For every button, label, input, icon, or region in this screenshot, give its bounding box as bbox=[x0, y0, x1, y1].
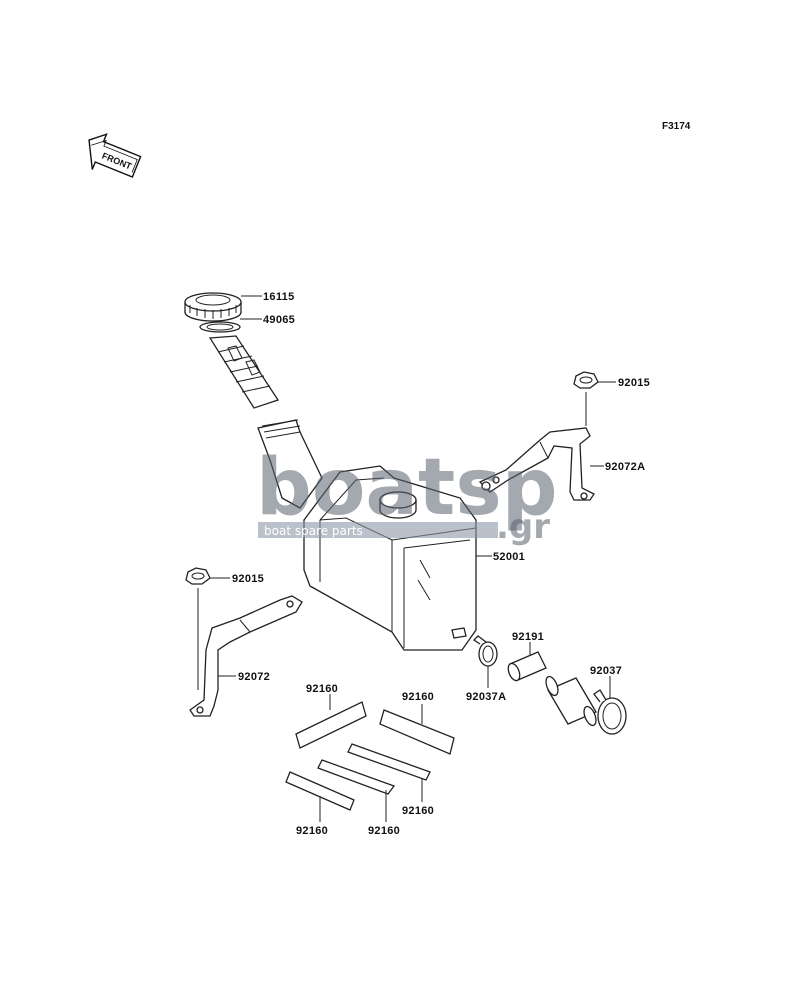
oil-tank bbox=[257, 419, 477, 651]
label-gasket: 49065 bbox=[263, 314, 295, 326]
figure-number: F3174 bbox=[662, 121, 691, 132]
label-clamp-large: 92037 bbox=[590, 665, 622, 677]
bracket-left bbox=[189, 595, 303, 717]
label-hose: 92191 bbox=[512, 631, 544, 643]
pads bbox=[285, 701, 455, 811]
watermark: boatsp .gr boat spare parts bbox=[256, 443, 558, 547]
nut-right bbox=[573, 371, 599, 389]
label-pad-2: 92160 bbox=[402, 691, 434, 703]
gasket bbox=[199, 321, 241, 333]
watermark-brand: boatsp bbox=[256, 443, 558, 533]
label-pad-5: 92160 bbox=[296, 825, 328, 837]
label-bracket-left: 92072 bbox=[238, 671, 270, 683]
front-arrow-icon: FRONT bbox=[88, 133, 142, 178]
label-pad-4: 92160 bbox=[368, 825, 400, 837]
label-bracket-right: 92072A bbox=[605, 461, 645, 473]
clamp-large bbox=[593, 689, 627, 735]
nut-left bbox=[185, 567, 211, 585]
watermark-suffix: .gr bbox=[496, 507, 550, 547]
bracket-right bbox=[478, 427, 595, 501]
clamp-small bbox=[472, 635, 498, 667]
filler-strainer bbox=[208, 335, 280, 409]
label-nut-left: 92015 bbox=[232, 573, 264, 585]
watermark-tagline: boat spare parts bbox=[264, 524, 363, 538]
label-pad-3: 92160 bbox=[402, 805, 434, 817]
filler-cap bbox=[184, 292, 242, 322]
hose bbox=[507, 651, 597, 727]
label-tank: 52001 bbox=[493, 551, 525, 563]
label-pad-1: 92160 bbox=[306, 683, 338, 695]
label-nut-right: 92015 bbox=[618, 377, 650, 389]
label-clamp-small: 92037A bbox=[466, 691, 506, 703]
label-cap: 16115 bbox=[263, 291, 294, 303]
